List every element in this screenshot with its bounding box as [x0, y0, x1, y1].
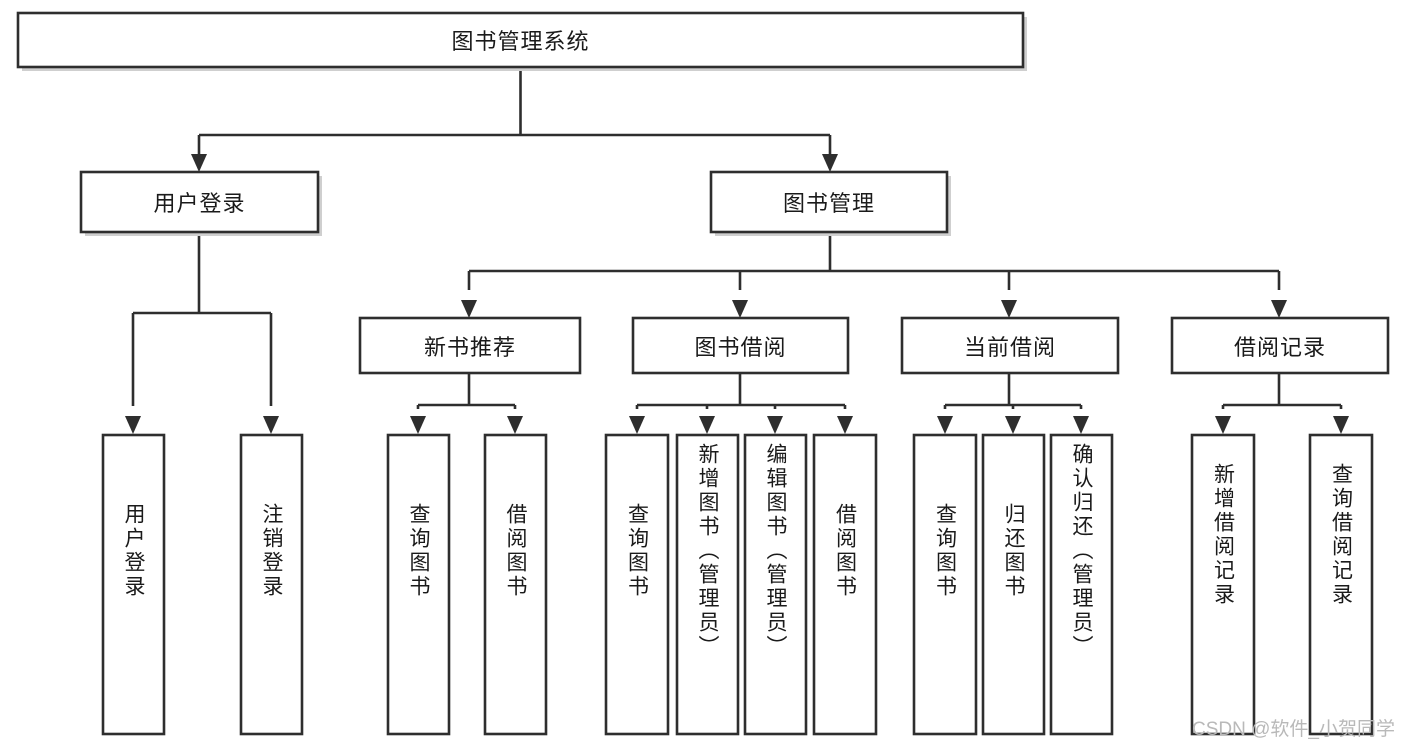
arrow-leaf-query-book-3: [937, 416, 953, 434]
node-new-book-recommend[interactable]: [358, 316, 582, 375]
leaf-borrow-book[interactable]: [812, 433, 878, 736]
arrow-book-manage: [822, 154, 838, 172]
node-layer: [16, 11, 1390, 736]
arrow-leaf-query-book-2: [629, 416, 645, 434]
arrow-user-login: [191, 154, 207, 172]
arrow-leaf-borrow-book-1: [507, 416, 523, 434]
arrow-book-borrow: [732, 300, 748, 318]
arrow-leaf-add-record: [1215, 416, 1231, 434]
leaf-query-book-current[interactable]: [912, 433, 978, 736]
leaf-query-book-borrow[interactable]: [604, 433, 670, 736]
arrow-current-borrow: [1001, 300, 1017, 318]
leaf-return-book[interactable]: [981, 433, 1046, 736]
leaf-add-record[interactable]: [1190, 433, 1256, 736]
node-current-borrow[interactable]: [900, 316, 1120, 375]
arrow-leaf-query-book-1: [410, 416, 426, 434]
arrow-borrow-records: [1271, 300, 1287, 318]
node-user-login[interactable]: [79, 170, 320, 234]
arrow-leaf-confirm-return: [1073, 416, 1089, 434]
arrow-new-book: [461, 300, 477, 318]
node-root[interactable]: [16, 11, 1025, 69]
leaf-add-book[interactable]: [675, 433, 740, 736]
node-borrow-records[interactable]: [1170, 316, 1390, 375]
leaf-borrow-book-recommend[interactable]: [483, 433, 548, 736]
node-book-borrow[interactable]: [631, 316, 850, 375]
arrow-leaf-user-login: [125, 416, 141, 434]
leaf-query-book-recommend[interactable]: [386, 433, 451, 736]
arrow-leaf-borrow-book-2: [837, 416, 853, 434]
connector-layer: [125, 67, 1349, 434]
leaf-query-record[interactable]: [1308, 433, 1374, 736]
leaf-confirm-return[interactable]: [1049, 433, 1114, 736]
node-book-manage[interactable]: [709, 170, 949, 234]
leaf-edit-book[interactable]: [743, 433, 808, 736]
arrow-leaf-query-record: [1333, 416, 1349, 434]
leaf-user-login[interactable]: [101, 433, 166, 736]
leaf-logout[interactable]: [239, 433, 304, 736]
arrow-leaf-return-book: [1005, 416, 1021, 434]
arrow-leaf-edit-book: [767, 416, 783, 434]
arrow-leaf-logout: [263, 416, 279, 434]
arrow-leaf-add-book: [699, 416, 715, 434]
